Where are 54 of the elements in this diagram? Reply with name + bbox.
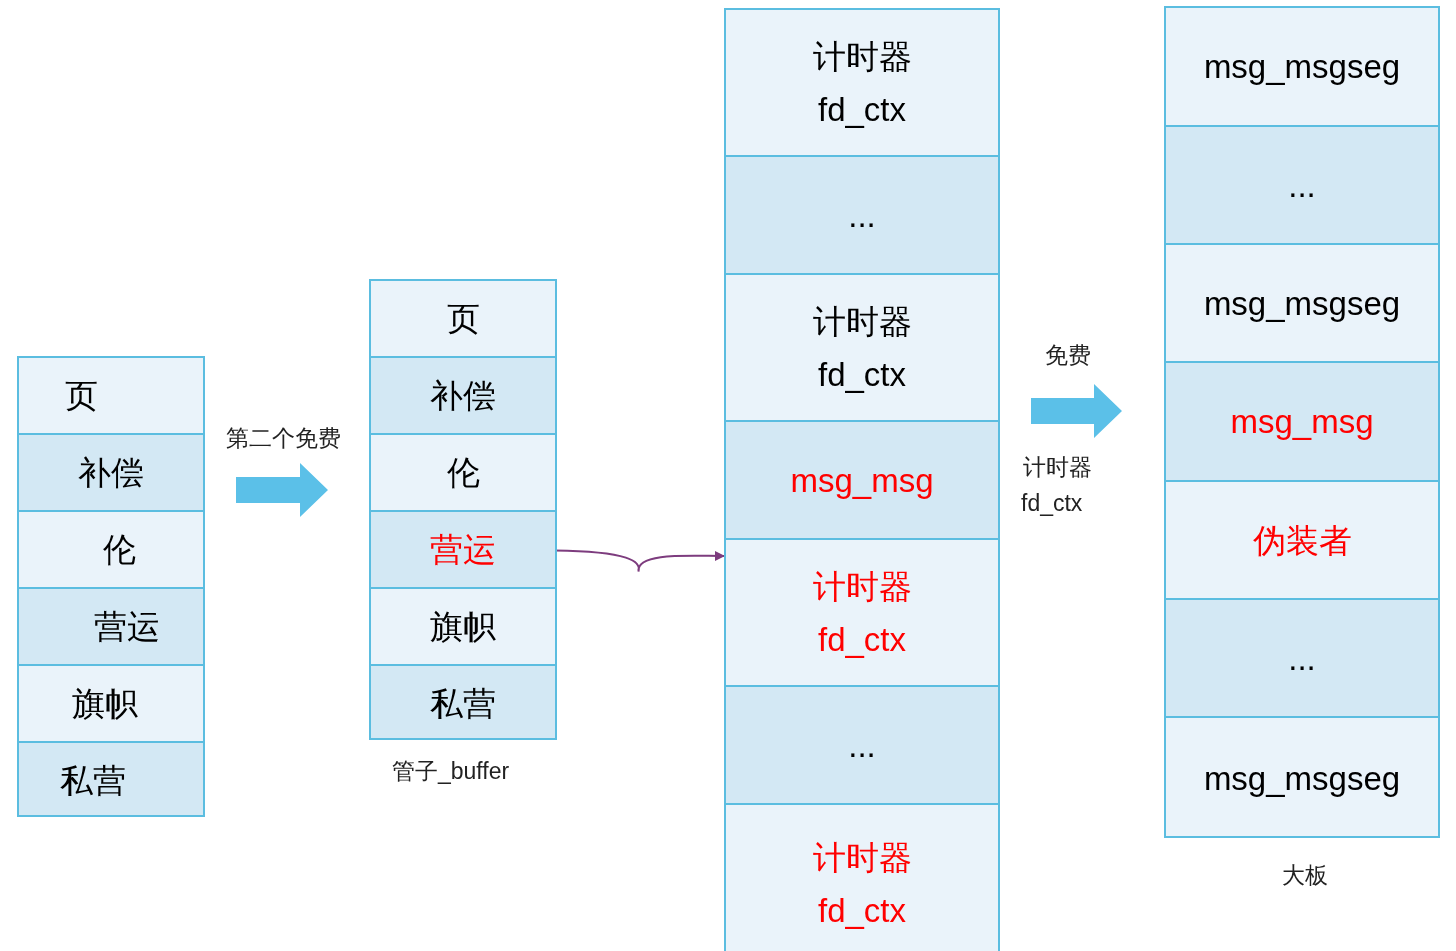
text-label: 计时器: [1023, 453, 1092, 482]
memory-cell: [371, 512, 555, 589]
cell-label: msg_msg: [1230, 402, 1374, 442]
cell-label: fd_ctx: [817, 89, 906, 130]
cell-label: ...: [1288, 165, 1316, 206]
node-label: 大板: [1282, 861, 1328, 890]
edge-label: 第二个免费: [226, 424, 341, 453]
cell-label: 补偿: [78, 453, 144, 493]
cell-label: fd_ctx: [817, 891, 906, 931]
cell-label: ...: [848, 725, 876, 766]
memory-cell: [1166, 600, 1438, 718]
memory-cell: [19, 743, 203, 815]
memory-block: [724, 8, 1000, 951]
memory-cell: [19, 435, 203, 512]
cell-label: msg_msgseg: [1203, 47, 1401, 87]
cell-label: ...: [848, 195, 876, 236]
cell-label: 伪装者: [1252, 520, 1352, 561]
cell-label: 计时器: [812, 566, 912, 607]
memory-cell: [726, 422, 998, 540]
node-label: 管子_buffer: [392, 757, 510, 786]
cell-label: msg_msgseg: [1203, 758, 1401, 799]
cell-label: msg_msgseg: [1203, 283, 1401, 324]
memory-cell: [19, 589, 203, 666]
text-label: fd_ctx: [1021, 490, 1083, 517]
cell-label: 页: [446, 299, 480, 339]
cell-label: fd_ctx: [817, 619, 906, 660]
cell-label: 计时器: [812, 36, 912, 77]
cell-label: 营运: [430, 530, 496, 570]
cell-label: 旗帜: [72, 684, 138, 724]
memory-block: [1164, 6, 1440, 838]
memory-block: [17, 356, 205, 817]
cell-label: 页: [64, 376, 98, 416]
cell-label: ...: [1288, 638, 1316, 679]
memory-cell: [371, 358, 555, 435]
cell-label: msg_msg: [790, 460, 934, 501]
cell-label: 计时器: [812, 301, 912, 342]
cell-label: 私营: [60, 761, 126, 801]
memory-cell: [1166, 363, 1438, 482]
block-arrow: [236, 463, 328, 517]
memory-cell: [726, 687, 998, 805]
cell-label: 私营: [430, 684, 496, 724]
block-arrow: [1031, 384, 1122, 438]
memory-cell: [1166, 127, 1438, 245]
cell-label: 伦: [102, 530, 136, 570]
memory-cell: [726, 157, 998, 275]
cell-label: fd_ctx: [817, 354, 906, 395]
cell-label: 计时器: [812, 838, 912, 878]
memory-block: [369, 279, 557, 740]
cell-label: 补偿: [430, 376, 496, 416]
edge-label: 免费: [1045, 341, 1091, 370]
cell-label: 伦: [446, 453, 480, 493]
cell-label: 旗帜: [430, 607, 496, 647]
cell-label: 营运: [94, 607, 160, 647]
memory-cell: [371, 666, 555, 738]
